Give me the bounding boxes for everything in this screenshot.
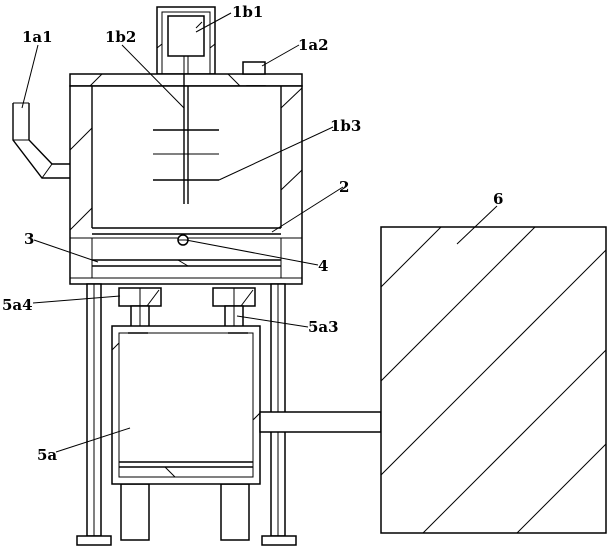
label-5a3: 5a3: [308, 318, 339, 336]
stirrer: [153, 74, 219, 204]
inlet-pipe-1a1: [12, 102, 70, 179]
labels: 1a1 1b2 1b1 1a2 1b3 2 3 4 5a4 5a3 5a 6: [2, 3, 503, 464]
label-1b2: 1b2: [105, 28, 136, 46]
label-1b1: 1b1: [232, 3, 263, 21]
label-1b3: 1b3: [330, 117, 361, 135]
label-1a2: 1a2: [298, 36, 329, 54]
cylinder-5a3: [212, 287, 256, 329]
collection-box-5a: [111, 325, 261, 485]
support-frame: [76, 283, 297, 546]
block-6: [380, 226, 607, 534]
label-5a4: 5a4: [2, 296, 33, 314]
cylinder-5a4: [118, 287, 162, 329]
label-4: 4: [318, 257, 328, 275]
tank-body: [69, 85, 303, 285]
label-2: 2: [339, 178, 349, 196]
label-5a: 5a: [37, 446, 57, 464]
label-6: 6: [493, 190, 503, 208]
leader-lines: [21, 12, 498, 453]
tank-lid: [69, 73, 303, 87]
label-1a1: 1a1: [22, 28, 53, 46]
label-3: 3: [24, 230, 34, 248]
motor-housing: [156, 6, 216, 75]
